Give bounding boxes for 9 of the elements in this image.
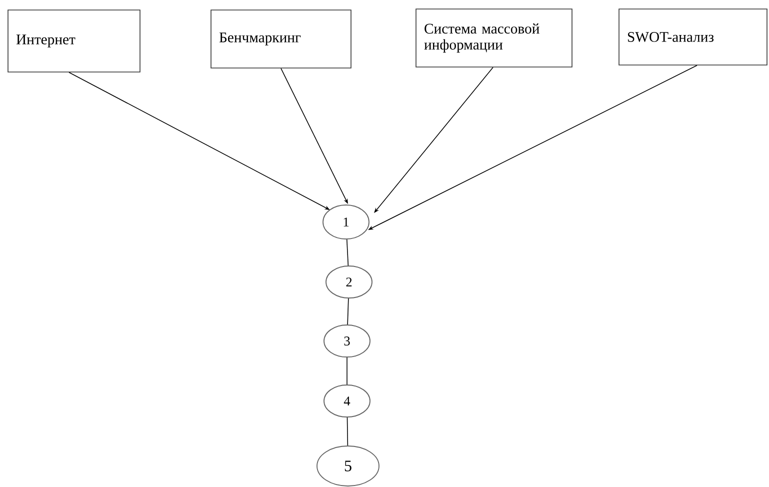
connector [346,357,348,385]
text-box: Бенчмаркинг [210,10,352,68]
connector [374,67,494,213]
connector [346,417,348,446]
text-box: SWOT-анализ [618,8,768,66]
connector [347,298,349,325]
connector [346,239,349,266]
text-box: Интернет [8,10,140,72]
text-box: Система массовой информации [416,8,572,68]
